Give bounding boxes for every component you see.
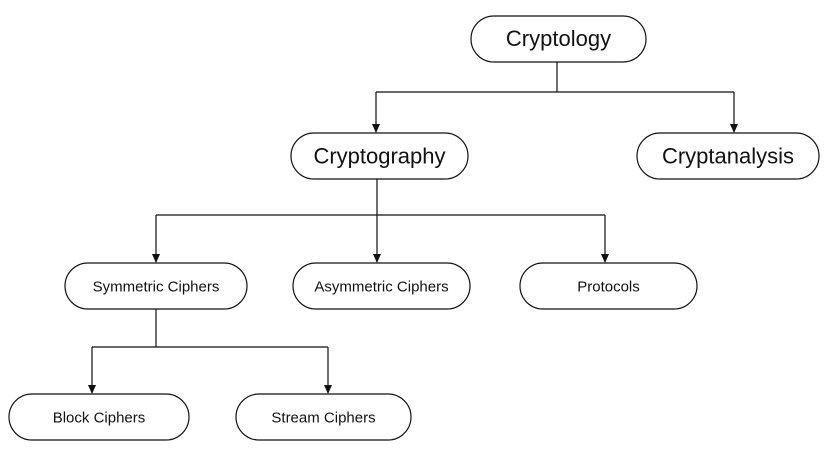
node-cryptography: Cryptography — [290, 132, 469, 180]
node-block-ciphers: Block Ciphers — [8, 393, 190, 441]
node-asymmetric-ciphers: Asymmetric Ciphers — [292, 262, 471, 310]
node-label-symmetric-ciphers: Symmetric Ciphers — [93, 279, 220, 296]
connectors-level-3 — [88, 309, 332, 394]
connectors-level-1 — [372, 62, 738, 133]
node-symmetric-ciphers: Symmetric Ciphers — [64, 262, 248, 310]
node-stream-ciphers: Stream Ciphers — [235, 393, 412, 441]
node-label-cryptology: Cryptology — [506, 26, 611, 51]
node-label-cryptography: Cryptography — [313, 144, 445, 169]
node-label-protocols: Protocols — [577, 279, 640, 296]
node-label-cryptanalysis: Cryptanalysis — [662, 144, 794, 169]
node-cryptanalysis: Cryptanalysis — [636, 132, 820, 180]
connectors-level-2 — [152, 179, 609, 263]
node-cryptology: Cryptology — [470, 15, 647, 63]
node-label-stream-ciphers: Stream Ciphers — [271, 410, 375, 427]
node-label-asymmetric-ciphers: Asymmetric Ciphers — [314, 279, 448, 296]
node-label-block-ciphers: Block Ciphers — [53, 410, 146, 427]
node-protocols: Protocols — [519, 262, 698, 310]
